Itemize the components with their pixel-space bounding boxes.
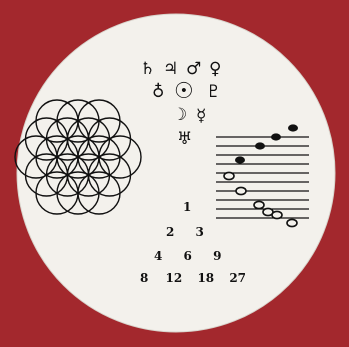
number-value: 18: [197, 272, 214, 284]
number-value: 2: [166, 226, 174, 238]
number-row-4: 8 12 18 27: [140, 272, 246, 284]
symbol-pluto: ♇: [206, 84, 221, 101]
number-value: 12: [166, 272, 183, 284]
symbol-venus: ♀: [209, 61, 221, 78]
symbol-mars: ♂: [186, 61, 201, 78]
number-value: 3: [196, 226, 204, 238]
symbol-uranus: ♅: [177, 131, 192, 148]
number-value: 1: [183, 201, 191, 213]
symbol-jupiter: ♃: [163, 61, 178, 78]
number-row-1: 1: [183, 201, 191, 213]
symbol-saturn: ♄: [140, 61, 155, 78]
number-value: 4: [154, 250, 162, 262]
symbol-earth: ♁: [152, 84, 164, 101]
number-value: 27: [229, 272, 246, 284]
number-value: 6: [184, 250, 192, 262]
symbol-sun: ☉: [174, 81, 194, 103]
number-row-2: 2 3: [166, 226, 204, 238]
number-row-3: 4 6 9: [154, 250, 221, 262]
number-value: 9: [213, 250, 221, 262]
symbol-moon: ☽: [172, 107, 187, 124]
symbol-mercury: ☿: [196, 108, 206, 125]
number-value: 8: [140, 272, 148, 284]
